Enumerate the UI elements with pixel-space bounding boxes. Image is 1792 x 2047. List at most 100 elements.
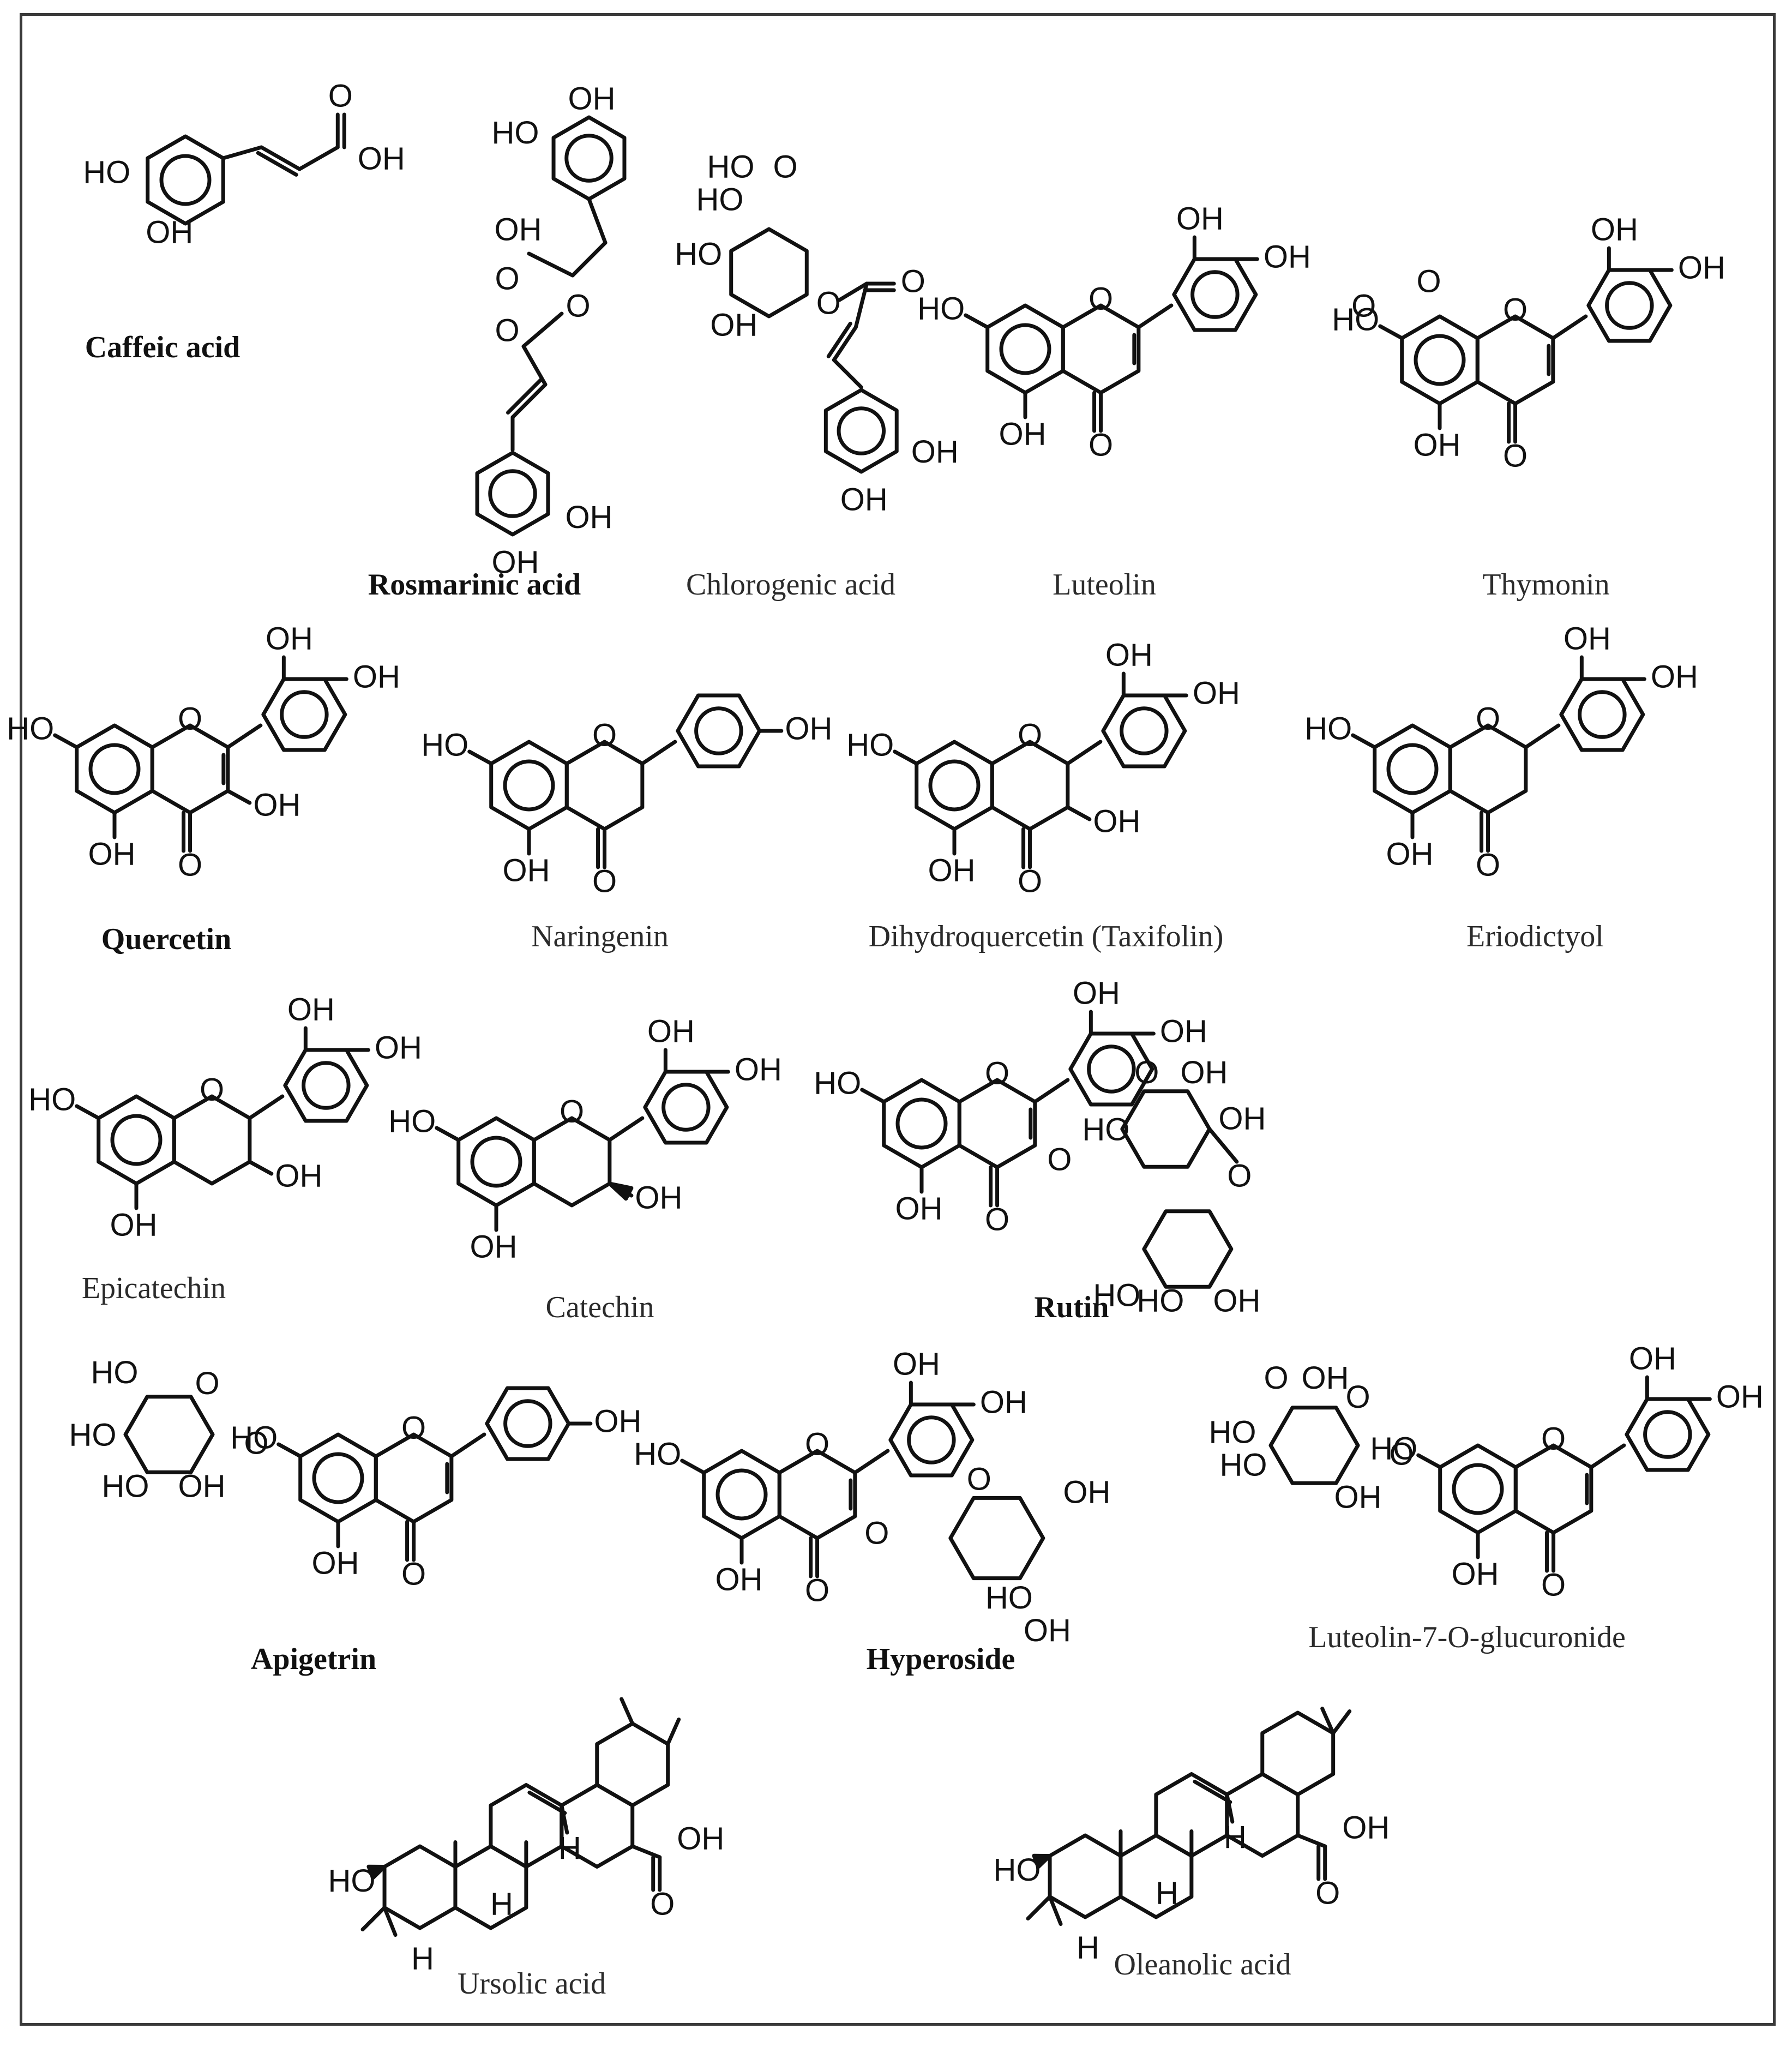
svg-text:O: O (1089, 427, 1113, 463)
svg-text:O: O (401, 1410, 426, 1445)
svg-text:O: O (195, 1366, 219, 1401)
svg-text:O: O (200, 1072, 224, 1107)
svg-text:HO: HO (917, 291, 965, 326)
svg-text:OH: OH (735, 1052, 782, 1087)
svg-text:O: O (1089, 281, 1113, 316)
svg-text:O: O (805, 1572, 829, 1608)
svg-text:O: O (1541, 1567, 1566, 1602)
svg-text:OH: OH (715, 1562, 763, 1597)
svg-text:H: H (558, 1830, 581, 1866)
svg-text:H: H (1156, 1875, 1178, 1911)
compound-name-hyperoside: Hyperoside (866, 1642, 1015, 1676)
svg-text:OH: OH (275, 1158, 322, 1193)
svg-text:HO: HO (28, 1082, 76, 1117)
svg-text:HO: HO (1304, 711, 1352, 746)
compound-name-caffeic-acid: Caffeic acid (85, 331, 240, 364)
svg-text:O: O (560, 1094, 584, 1129)
svg-text:O: O (566, 288, 590, 323)
svg-text:OH: OH (565, 500, 612, 535)
svg-text:O: O (244, 1425, 268, 1461)
svg-text:O: O (816, 285, 841, 321)
svg-text:O: O (178, 847, 202, 883)
svg-text:O: O (401, 1556, 426, 1592)
svg-text:OH: OH (253, 787, 300, 823)
svg-text:O: O (805, 1426, 829, 1462)
svg-text:O: O (1264, 1360, 1288, 1396)
svg-text:O: O (328, 78, 353, 113)
compound-name-epicatechin: Epicatechin (81, 1271, 226, 1305)
svg-text:OH: OH (1678, 250, 1725, 285)
svg-text:OH: OH (1414, 427, 1461, 463)
svg-text:O: O (1416, 263, 1441, 299)
svg-text:O: O (1018, 717, 1042, 753)
svg-text:HO: HO (492, 115, 539, 151)
svg-text:OH: OH (980, 1384, 1027, 1420)
svg-text:OH: OH (1024, 1613, 1071, 1648)
svg-text:O: O (592, 717, 617, 753)
svg-text:OH: OH (568, 81, 616, 116)
svg-text:OH: OH (1063, 1474, 1110, 1510)
svg-text:OH: OH (495, 212, 542, 247)
compound-name-eriodictyol: Eriodictyol (1466, 920, 1604, 953)
svg-text:O: O (1503, 438, 1528, 473)
svg-text:O: O (1389, 1436, 1414, 1472)
svg-text:OH: OH (1302, 1360, 1349, 1396)
svg-text:HO: HO (846, 727, 894, 763)
svg-text:O: O (1476, 847, 1500, 883)
compound-name-oleanolic-acid: Oleanolic acid (1114, 1948, 1291, 1982)
svg-text:OH: OH (785, 711, 832, 746)
svg-text:O: O (967, 1462, 991, 1497)
svg-text:OH: OH (635, 1180, 682, 1215)
svg-text:OH: OH (1629, 1341, 1676, 1376)
svg-text:HO: HO (230, 1420, 278, 1455)
svg-text:H: H (411, 1941, 434, 1976)
svg-text:O: O (650, 1886, 675, 1922)
svg-text:O: O (773, 149, 797, 184)
svg-text:OH: OH (594, 1403, 641, 1439)
svg-text:O: O (495, 313, 519, 348)
svg-text:O: O (1047, 1142, 1072, 1177)
compound-name-luteolin: Luteolin (1053, 568, 1156, 602)
svg-text:HO: HO (83, 154, 130, 190)
svg-text:OH: OH (178, 1469, 226, 1504)
svg-text:OH: OH (999, 416, 1047, 452)
svg-text:OH: OH (88, 836, 136, 872)
compound-name-apigetrin: Apigetrin (250, 1642, 377, 1676)
svg-text:O: O (1351, 288, 1376, 323)
svg-text:O: O (495, 261, 519, 296)
svg-text:OH: OH (1334, 1480, 1382, 1515)
svg-text:OH: OH (358, 141, 405, 176)
svg-text:HO: HO (102, 1469, 149, 1504)
svg-text:OH: OH (1452, 1556, 1499, 1592)
svg-text:OH: OH (1160, 1013, 1207, 1049)
compound-name-luteolin-7-o-glucuronide: Luteolin-7-O-glucuronide (1308, 1620, 1626, 1654)
svg-text:O: O (1541, 1421, 1566, 1456)
svg-text:H: H (1077, 1930, 1099, 1965)
svg-text:OH: OH (1342, 1810, 1390, 1845)
svg-text:HO: HO (707, 149, 755, 184)
svg-text:HO: HO (675, 236, 722, 272)
svg-text:OH: OH (677, 1821, 724, 1856)
svg-text:OH: OH (895, 1191, 943, 1226)
svg-text:OH: OH (110, 1207, 158, 1242)
svg-text:O: O (1476, 701, 1500, 736)
svg-text:O: O (985, 1055, 1009, 1091)
svg-text:HO: HO (634, 1436, 681, 1472)
svg-text:OH: OH (840, 482, 888, 517)
compound-name-dihydroquercetin-taxifolin: Dihydroquercetin (Taxifolin) (868, 920, 1224, 953)
svg-text:HO: HO (1209, 1414, 1256, 1450)
svg-text:O: O (1134, 1055, 1159, 1090)
svg-text:OH: OH (1716, 1379, 1764, 1414)
svg-text:OH: OH (1193, 675, 1240, 711)
svg-text:OH: OH (710, 307, 757, 343)
